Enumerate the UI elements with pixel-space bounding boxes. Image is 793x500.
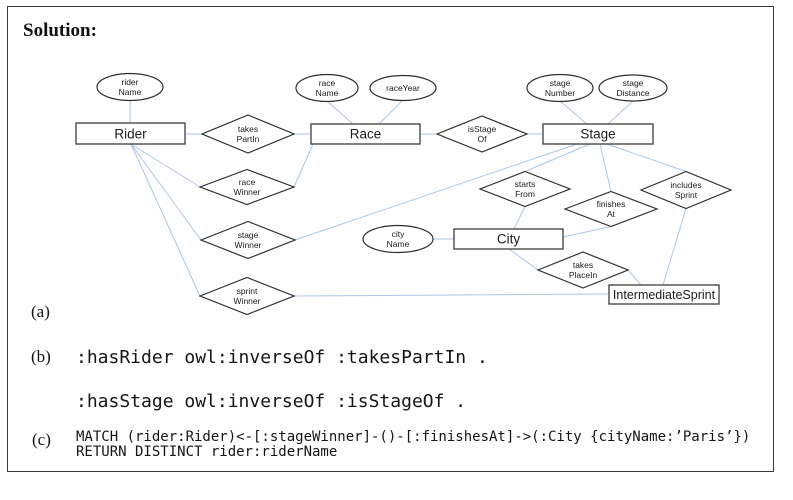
connector-rider-stagewinner xyxy=(130,143,202,241)
connector-lines xyxy=(129,99,687,297)
connector-stage-finishesat xyxy=(599,143,612,192)
connector-stagenumber-stage xyxy=(559,100,588,125)
attribute-cityname-shape xyxy=(362,224,434,254)
cypher-query-line-2: RETURN DISTINCT rider:riderName xyxy=(76,443,338,460)
entity-shapes xyxy=(75,122,720,305)
connector-racewinner-race xyxy=(293,143,314,188)
attribute-stagenumber-shape xyxy=(526,73,594,103)
connector-stagedistance-stage xyxy=(607,100,634,125)
entity-rider-shape xyxy=(75,122,186,145)
relationship-finishesat-shape xyxy=(563,190,659,228)
connector-stage-startsfrom xyxy=(524,143,591,172)
entity-race-shape xyxy=(310,123,421,145)
part-b-label: (b) xyxy=(31,347,51,366)
connector-sprintwinner-intermediatesprint xyxy=(293,293,610,297)
connector-includessprint-intermediatesprint xyxy=(662,208,687,286)
attribute-ridername-shape xyxy=(96,72,164,102)
attribute-shapes xyxy=(96,72,668,254)
relationship-stagewinner-shape xyxy=(199,220,297,260)
owl-statement-2: :hasStage owl:inverseOf :isStageOf . xyxy=(76,391,467,412)
connector-raceyear-race xyxy=(378,99,404,125)
attribute-stagedistance-shape xyxy=(598,74,668,102)
connector-stagewinner-stage xyxy=(294,143,578,241)
relationship-isstageof-shape xyxy=(435,115,529,153)
relationship-takespartin-shape xyxy=(200,114,296,154)
connector-finishesat-city xyxy=(562,226,612,238)
page-title: Solution: xyxy=(23,20,97,41)
connector-startsfrom-city xyxy=(513,206,526,230)
entity-stage-shape xyxy=(542,123,654,145)
owl-statement-1: :hasRider owl:inverseOf :takesPartIn . xyxy=(76,347,488,368)
relationship-shapes xyxy=(198,114,733,316)
relationship-startsfrom-shape xyxy=(478,170,572,208)
attribute-raceyear-shape xyxy=(369,74,437,102)
connector-city-takesplacein xyxy=(508,248,539,271)
relationship-sprintwinner-shape xyxy=(198,276,296,316)
connector-rider-sprintwinner xyxy=(130,143,201,297)
attribute-racename-shape xyxy=(295,73,359,103)
part-a-label: (a) xyxy=(31,302,50,321)
connector-stage-includessprint xyxy=(606,143,687,172)
connector-takesplacein-intermediatesprint xyxy=(627,269,642,286)
relationship-includessprint-shape xyxy=(639,170,733,210)
entity-city-shape xyxy=(453,228,564,250)
entity-intermediatesprint-shape xyxy=(608,284,720,305)
relationship-racewinner-shape xyxy=(198,168,296,206)
relationship-takesplacein-shape xyxy=(536,251,630,289)
cypher-query-line-1: MATCH (rider:Rider)<-[:stageWinner]-()-[… xyxy=(76,429,751,445)
part-c-label: (c) xyxy=(32,430,51,449)
connector-rider-racewinner xyxy=(130,143,201,188)
connector-racename-race xyxy=(326,100,354,125)
